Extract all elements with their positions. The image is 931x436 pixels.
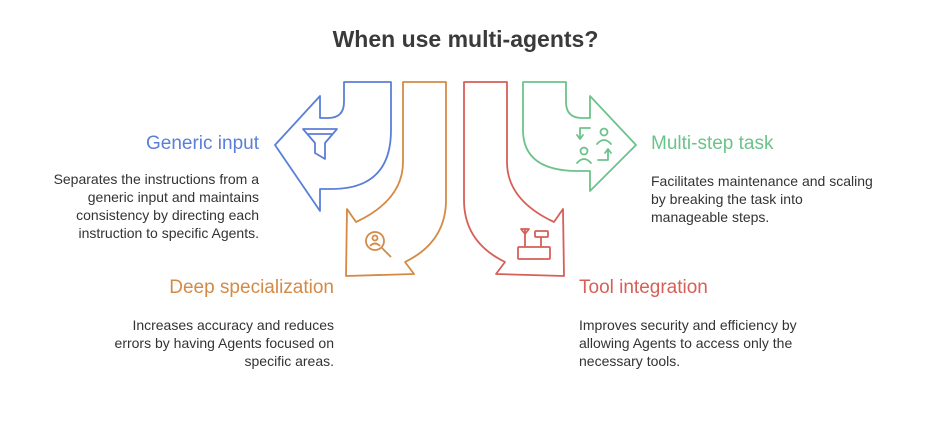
user-swap-icon	[576, 127, 612, 164]
generic-input-description: Separates the instructions from a generi…	[54, 170, 259, 242]
desc-line: consistency by directing each	[76, 207, 259, 223]
magnifier-icon	[365, 231, 392, 258]
desc-line: Increases accuracy and reduces	[132, 317, 334, 333]
desc-line: generic input and maintains	[87, 189, 259, 205]
funnel-icon	[302, 128, 338, 160]
deep-specialization-heading: Deep specialization	[169, 277, 334, 298]
desc-line: errors by having Agents focused on	[114, 335, 334, 351]
desc-line: Improves security and efficiency by	[579, 317, 797, 333]
multi-step-task-arrow	[522, 81, 637, 192]
desc-line: manageable steps.	[651, 209, 770, 225]
tool-integration-arrow	[463, 81, 565, 277]
page-title: When use multi-agents?	[332, 26, 599, 52]
tool-integration-heading: Tool integration	[579, 277, 708, 298]
desc-line: instruction to specific Agents.	[78, 225, 259, 241]
desc-line: Separates the instructions from a	[53, 171, 259, 187]
desc-line: allowing Agents to access only the	[579, 335, 793, 351]
generic-input-arrow	[274, 81, 392, 212]
tool-integration-description: Improves security and efficiency by allo…	[579, 316, 797, 370]
deep-specialization-description: Increases accuracy and reduces errors by…	[115, 316, 334, 370]
desc-line: necessary tools.	[579, 353, 681, 369]
multi-step-task-heading: Multi-step task	[651, 133, 774, 154]
desc-line: by breaking the task into	[651, 191, 803, 207]
generic-input-heading: Generic input	[146, 133, 260, 154]
deep-specialization-arrow	[345, 81, 447, 277]
desc-line: specific areas.	[244, 353, 334, 369]
desc-line: Facilitates maintenance and scaling	[651, 173, 873, 189]
toolbox-icon	[517, 228, 551, 260]
multi-step-task-description: Facilitates maintenance and scaling by b…	[651, 172, 873, 226]
